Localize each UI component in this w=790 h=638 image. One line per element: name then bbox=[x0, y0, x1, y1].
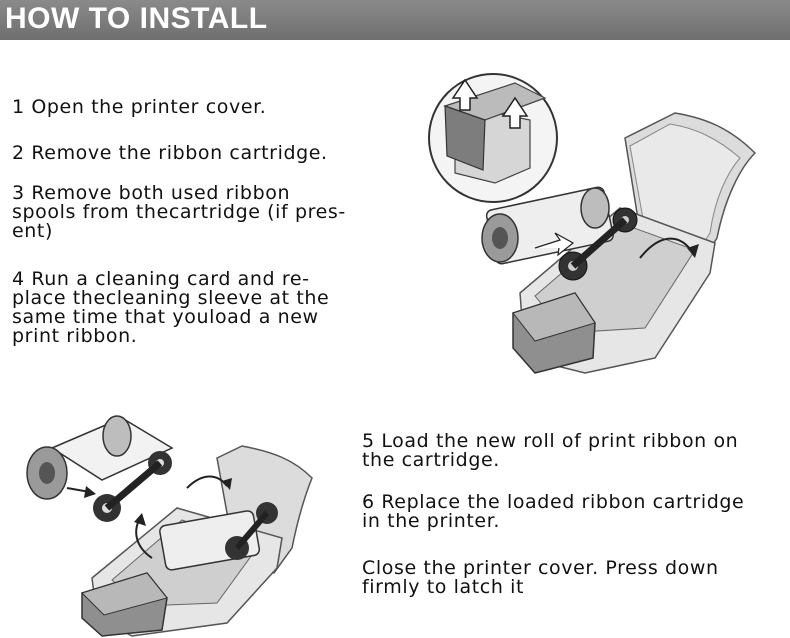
printer-ribbon-load-illustration bbox=[12, 408, 337, 638]
step-5-text: 5 Load the new roll of print ribbon on t… bbox=[362, 430, 739, 471]
printer-open-cover-illustration bbox=[425, 58, 790, 378]
step-close-text: Close the printer cover. Press down firm… bbox=[362, 557, 719, 598]
step-2-text: 2 Remove the ribbon cartridge. bbox=[12, 142, 328, 164]
header-bar: HOW TO INSTALL bbox=[0, 0, 790, 40]
step-6-text: 6 Replace the loaded ribbon cartridge in… bbox=[362, 491, 745, 532]
page-title: HOW TO INSTALL bbox=[5, 2, 268, 35]
step-3-text: 3 Remove both used ribbon spools from th… bbox=[12, 182, 346, 242]
step-1-text: 1 Open the printer cover. bbox=[12, 96, 267, 118]
step-4-text: 4 Run a cleaning card and re- place thec… bbox=[12, 268, 330, 347]
